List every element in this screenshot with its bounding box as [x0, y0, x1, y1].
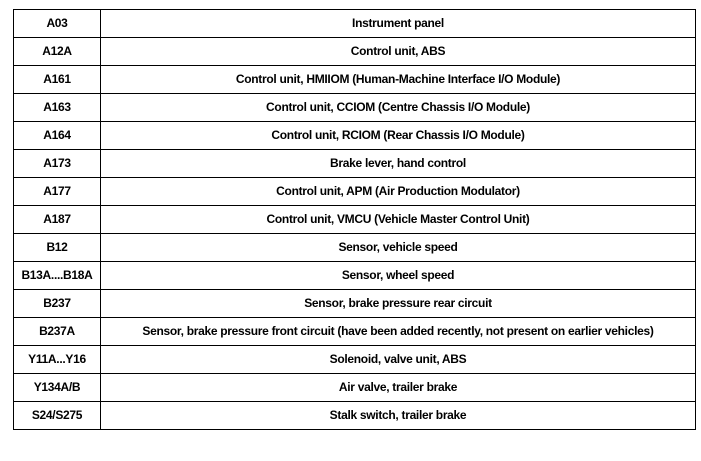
component-description: Solenoid, valve unit, ABS: [100, 345, 696, 374]
component-code: B237: [13, 289, 101, 318]
component-description: Control unit, RCIOM (Rear Chassis I/O Mo…: [100, 121, 696, 150]
component-code: S24/S275: [13, 401, 101, 430]
component-description: Instrument panel: [100, 9, 696, 38]
component-code: A187: [13, 205, 101, 234]
component-code: B237A: [13, 317, 101, 346]
component-description: Sensor, wheel speed: [100, 261, 696, 290]
component-code: A12A: [13, 37, 101, 66]
component-description: Control unit, HMIIOM (Human-Machine Inte…: [100, 65, 696, 94]
component-description: Sensor, vehicle speed: [100, 233, 696, 262]
component-code: A173: [13, 149, 101, 178]
component-code: A161: [13, 65, 101, 94]
component-code: Y134A/B: [13, 373, 101, 402]
component-description: Brake lever, hand control: [100, 149, 696, 178]
component-code: A163: [13, 93, 101, 122]
component-description: Sensor, brake pressure front circuit (ha…: [100, 317, 696, 346]
component-description: Control unit, VMCU (Vehicle Master Contr…: [100, 205, 696, 234]
component-code: B13A....B18A: [13, 261, 101, 290]
component-code: A164: [13, 121, 101, 150]
component-description: Control unit, ABS: [100, 37, 696, 66]
component-code: A177: [13, 177, 101, 206]
component-description: Control unit, APM (Air Production Modula…: [100, 177, 696, 206]
component-code: B12: [13, 233, 101, 262]
component-code: Y11A...Y16: [13, 345, 101, 374]
component-code: A03: [13, 9, 101, 38]
component-description: Stalk switch, trailer brake: [100, 401, 696, 430]
component-description: Air valve, trailer brake: [100, 373, 696, 402]
component-description: Sensor, brake pressure rear circuit: [100, 289, 696, 318]
component-description: Control unit, CCIOM (Centre Chassis I/O …: [100, 93, 696, 122]
